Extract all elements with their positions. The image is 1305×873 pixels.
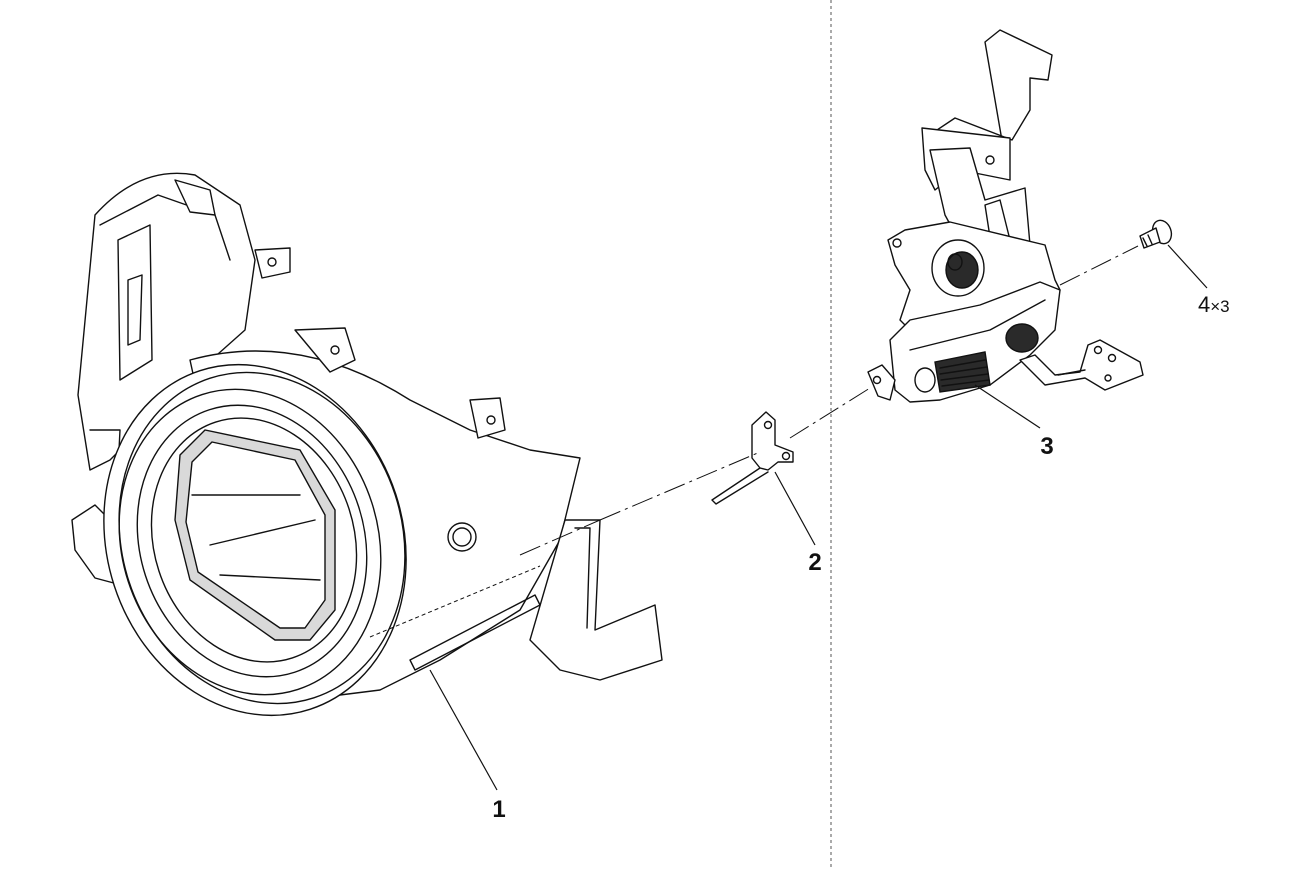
callout-3: 3	[1040, 433, 1053, 460]
leader-3	[974, 384, 1041, 429]
callout-2: 2	[808, 549, 821, 576]
callout-4: 4×3	[1198, 292, 1230, 317]
leader-2	[774, 471, 816, 546]
callout-4-qty: ×3	[1210, 297, 1229, 316]
part-2-bracket	[711, 411, 794, 505]
callout-labels: 1 2 3 4×3	[492, 292, 1229, 823]
part-3-control-assembly	[867, 29, 1144, 403]
part-1-lens-housing	[71, 172, 663, 717]
leader-1	[429, 669, 498, 791]
leader-4	[1167, 244, 1208, 289]
assembly-centerlines	[369, 245, 1139, 638]
callout-1: 1	[492, 796, 505, 823]
part-4-screw	[1139, 219, 1173, 249]
leader-lines	[429, 244, 1208, 791]
